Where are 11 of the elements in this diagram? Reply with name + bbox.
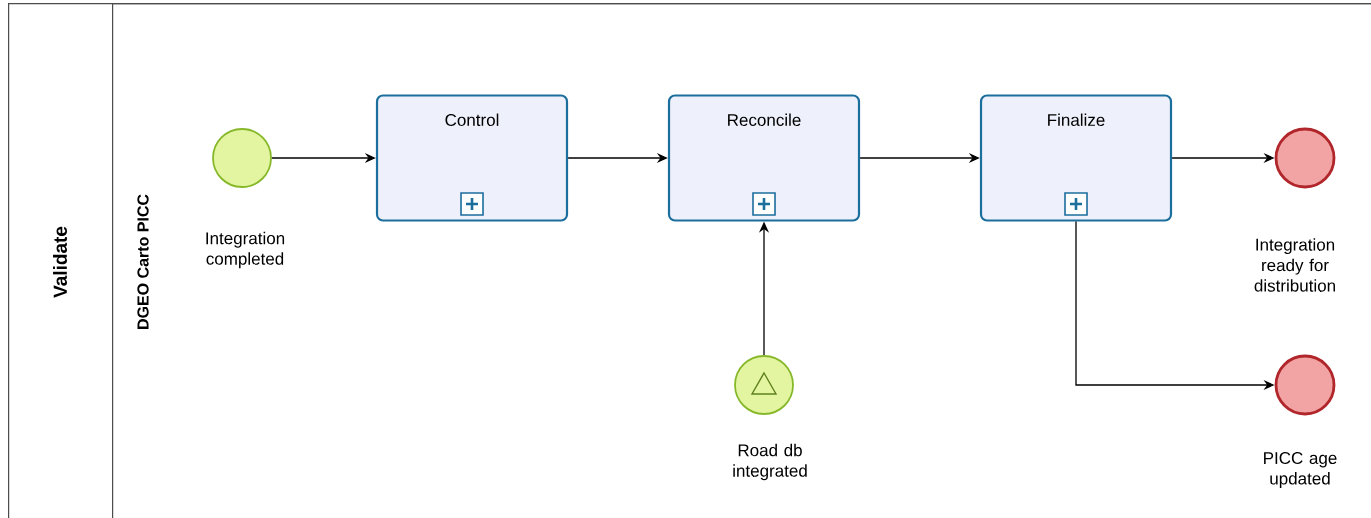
start-event-circle [734, 355, 794, 415]
event-label: Integration ready for distribution [1254, 238, 1335, 292]
event-label: Road db integrated [733, 443, 807, 481]
start-event-circle [212, 128, 272, 188]
subprocess-box: Reconcile [667, 94, 861, 222]
subprocess-box: Control [375, 94, 569, 222]
end-event-circle [1274, 127, 1336, 189]
event-label: Integration completed [206, 231, 285, 269]
subprocess-box: Finalize [979, 94, 1173, 222]
end-event-circle [1274, 354, 1336, 416]
event-label: PICC age updated [1264, 452, 1337, 488]
